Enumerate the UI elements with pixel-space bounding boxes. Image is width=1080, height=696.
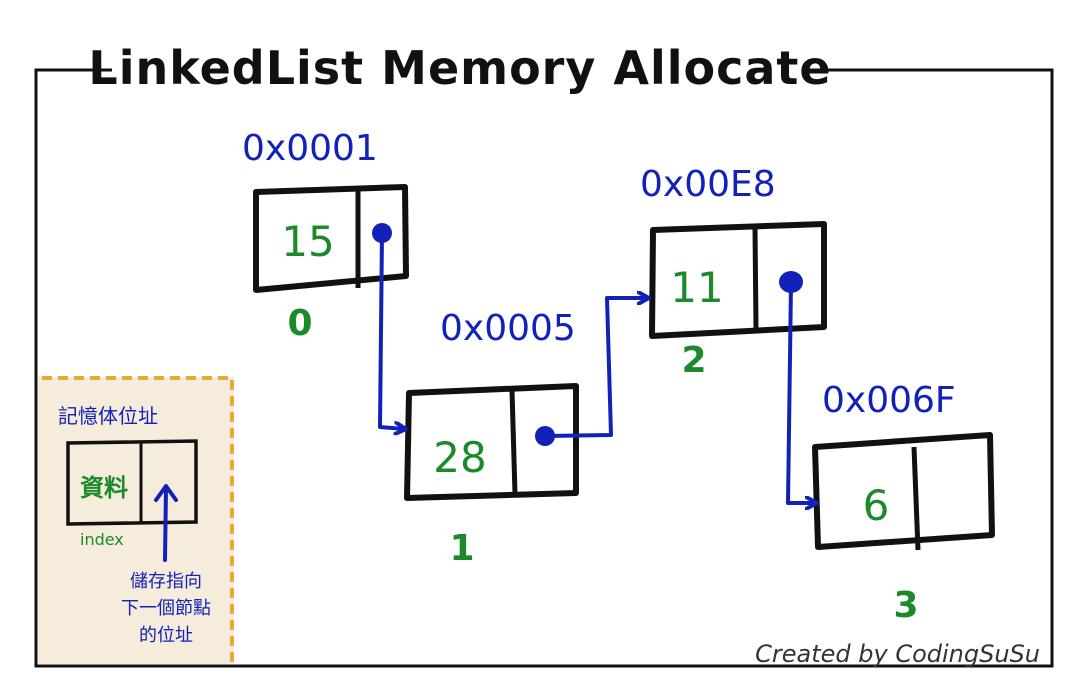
pointer-arrow-1-to-2 bbox=[543, 298, 648, 438]
node-3-address: 0x006F bbox=[822, 380, 956, 421]
legend-address-label: 記憶体位址 bbox=[58, 404, 158, 428]
node-3-value: 6 bbox=[863, 481, 890, 530]
legend-node-box bbox=[66, 439, 198, 526]
credit-text: Created by CodingSuSu bbox=[755, 640, 1040, 668]
diagram-title: LinkedList Memory Allocate bbox=[88, 41, 831, 95]
node-3: 0x006F 6 3 bbox=[812, 380, 995, 626]
legend-pointer-note-line-2: 下一個節點 bbox=[121, 598, 211, 619]
legend-pointer-arrow-icon bbox=[154, 484, 178, 562]
pointer-arrow-2-to-3 bbox=[786, 282, 816, 503]
legend-panel: 記憶体位址 資料 index 儲存指向 下一個節點 的位址 bbox=[38, 376, 234, 664]
node-1-address: 0x0005 bbox=[440, 308, 576, 349]
node-1: 0x0005 28 1 bbox=[404, 308, 579, 569]
node-0-address: 0x0001 bbox=[242, 128, 378, 169]
node-2-pointer-dot bbox=[779, 271, 803, 293]
node-1-value: 28 bbox=[433, 433, 486, 482]
legend-index-label: index bbox=[80, 530, 124, 549]
node-2-index: 2 bbox=[681, 340, 706, 381]
node-1-index: 1 bbox=[449, 528, 474, 569]
node-2: 0x00E8 11 2 bbox=[640, 164, 827, 381]
pointer-arrow-0-to-1 bbox=[378, 231, 405, 429]
outer-frame bbox=[34, 68, 1054, 668]
legend-pointer-note-line-3: 的位址 bbox=[139, 625, 193, 646]
node-3-index: 3 bbox=[893, 585, 918, 626]
node-2-value: 11 bbox=[670, 263, 723, 312]
node-0-value: 15 bbox=[281, 217, 334, 266]
node-2-address: 0x00E8 bbox=[640, 164, 776, 205]
node-0: 0x0001 15 0 bbox=[242, 128, 409, 344]
node-0-index: 0 bbox=[287, 303, 312, 344]
legend-data-label: 資料 bbox=[80, 474, 128, 502]
legend-pointer-note-line-1: 儲存指向 bbox=[130, 571, 202, 592]
